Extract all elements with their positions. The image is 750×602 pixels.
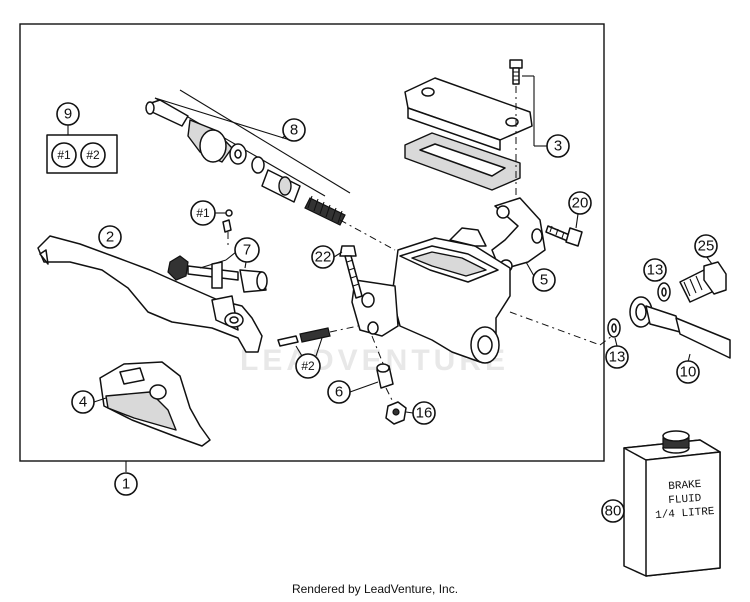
callout-pin-1: #1	[196, 206, 210, 220]
adjuster-7: 7	[167, 237, 268, 293]
callout-6: 6	[335, 384, 343, 401]
sealing-washer-13-upper: 13	[643, 258, 671, 302]
bottle-label-line-1: BRAKE	[668, 479, 702, 493]
pivot-bolt-22: 22	[311, 245, 363, 299]
callout-20: 20	[572, 195, 589, 212]
callout-16: 16	[416, 405, 433, 422]
callout-2: 2	[106, 229, 114, 246]
bushing-6: 6	[327, 363, 394, 404]
callout-13-upper: 13	[647, 262, 664, 279]
callout-10: 10	[680, 364, 697, 381]
adjuster-pin-kit-1: #1	[190, 200, 233, 248]
brake-lever-2: 2	[37, 225, 263, 353]
callout-kit-2: #2	[86, 148, 100, 162]
callout-22: 22	[315, 249, 332, 266]
bottle-label-line-3: 1/4 LITRE	[655, 506, 715, 522]
bottle-label-line-2: FLUID	[668, 493, 702, 507]
callout-pin-2: #2	[301, 359, 315, 373]
pin-spring-kit-2: #2	[277, 325, 359, 379]
callout-9: 9	[64, 106, 72, 123]
kit-9-group: 9 #1 #2	[46, 102, 118, 174]
brake-line-10: 10	[629, 296, 731, 384]
callout-3: 3	[554, 138, 562, 155]
callout-1: 1	[122, 476, 130, 493]
callout-8: 8	[290, 122, 298, 139]
piston-kit-8: 8	[145, 89, 351, 226]
clamp-5: 5	[491, 197, 556, 292]
callout-25: 25	[698, 238, 715, 255]
nut-16: 16	[385, 401, 436, 425]
master-cylinder-body	[351, 227, 511, 364]
callout-4: 4	[79, 394, 87, 411]
assembly-frame	[19, 23, 605, 462]
footer-credit: Rendered by LeadVenture, Inc.	[291, 582, 459, 596]
callout-7: 7	[243, 242, 251, 259]
clamp-screw-20: 20	[545, 191, 592, 247]
lever-guard-4: 4	[71, 361, 211, 447]
callout-13-lower: 13	[609, 349, 626, 366]
callout-80: 80	[605, 503, 622, 520]
callout-kit-1: #1	[57, 148, 71, 162]
callout-5: 5	[540, 272, 548, 289]
banjo-bolt-25: 25	[679, 234, 727, 303]
reservoir-cover-3: 3	[404, 59, 570, 196]
sealing-washer-13-lower: 13	[605, 318, 629, 369]
cover-screw	[509, 59, 523, 85]
brake-fluid-bottle-80: BRAKE FLUID 1/4 LITRE 80	[601, 430, 721, 577]
